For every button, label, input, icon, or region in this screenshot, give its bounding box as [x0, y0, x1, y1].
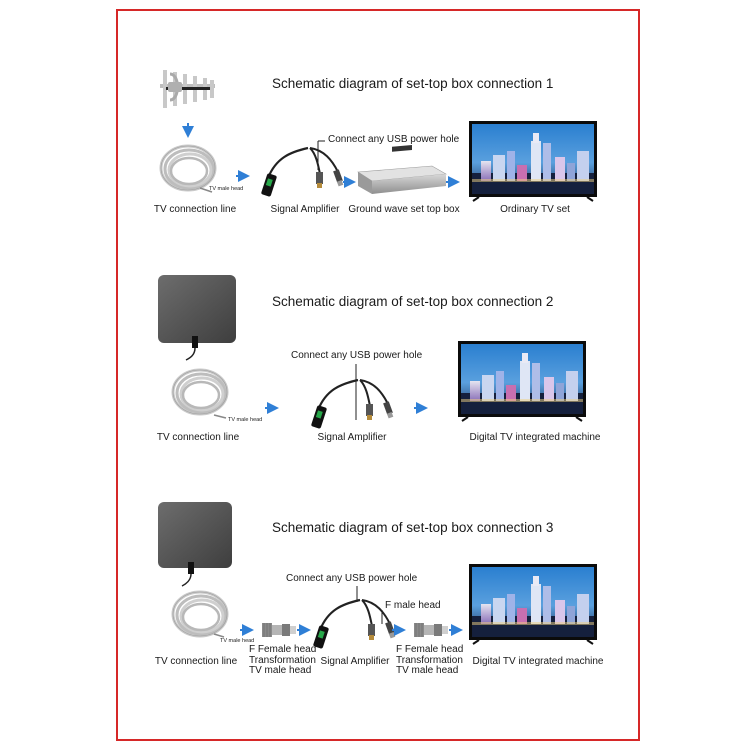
signal-amplifier-icon: [311, 598, 397, 651]
set-top-box-icon: [357, 144, 447, 194]
label-set-top-box: Ground wave set top box: [348, 204, 460, 215]
f-male-head-note: F male head: [385, 600, 441, 611]
label-adapter-1: F Female head Transformation TV male hea…: [249, 644, 317, 677]
adapter-line-3: TV male head: [396, 665, 459, 676]
label-signal-amplifier: Signal Amplifier: [270, 204, 340, 215]
flat-antenna-icon: [158, 502, 232, 568]
usb-note: Connect any USB power hole: [328, 134, 460, 145]
tv-male-head-note: TV male head: [220, 638, 255, 644]
adapter-line-1: F Female head: [249, 644, 317, 655]
label-signal-amplifier: Signal Amplifier: [317, 432, 387, 443]
section-1-art: [158, 68, 598, 202]
adapter-icon: [261, 622, 297, 638]
adapter-line-3: TV male head: [249, 665, 312, 676]
label-tv-connection-line: TV connection line: [154, 656, 238, 667]
coax-cable-coil-icon: [159, 144, 217, 192]
section-2-title: Schematic diagram of set-top box connect…: [272, 294, 554, 309]
section-3-art: [158, 502, 598, 651]
tv-male-head-note: TV male head: [209, 186, 244, 192]
label-tv-set: Ordinary TV set: [500, 204, 570, 215]
usb-note: Connect any USB power hole: [286, 573, 418, 584]
section-2-art: [158, 275, 587, 431]
adapter-line-1: F Female head: [396, 644, 464, 655]
adapter-line-2: Transformation: [396, 654, 463, 666]
coax-cable-coil-icon: [171, 368, 229, 416]
tv-set-icon: [468, 563, 598, 645]
label-tv-connection-line: TV connection line: [153, 204, 237, 215]
label-adapter-2: F Female head Transformation TV male hea…: [396, 644, 464, 677]
label-digital-tv: Digital TV integrated machine: [472, 656, 604, 667]
label-signal-amplifier: Signal Amplifier: [320, 656, 390, 667]
tv-male-head-note: TV male head: [228, 417, 263, 423]
signal-amplifier-icon: [309, 378, 395, 431]
section-1-title: Schematic diagram of set-top box connect…: [272, 76, 554, 91]
yagi-antenna-icon: [158, 68, 217, 110]
coax-cable-coil-icon: [171, 590, 229, 638]
flat-antenna-icon: [158, 275, 236, 343]
signal-amplifier-icon: [259, 146, 345, 199]
usb-note: Connect any USB power hole: [291, 350, 423, 361]
adapter-icon: [413, 622, 449, 638]
page-frame: [116, 9, 640, 741]
section-3-title: Schematic diagram of set-top box connect…: [272, 520, 554, 535]
label-digital-tv: Digital TV integrated machine: [469, 432, 601, 443]
adapter-line-2: Transformation: [249, 654, 316, 666]
tv-set-icon: [468, 120, 598, 202]
tv-set-icon: [457, 340, 587, 422]
label-tv-connection-line: TV connection line: [156, 432, 240, 443]
